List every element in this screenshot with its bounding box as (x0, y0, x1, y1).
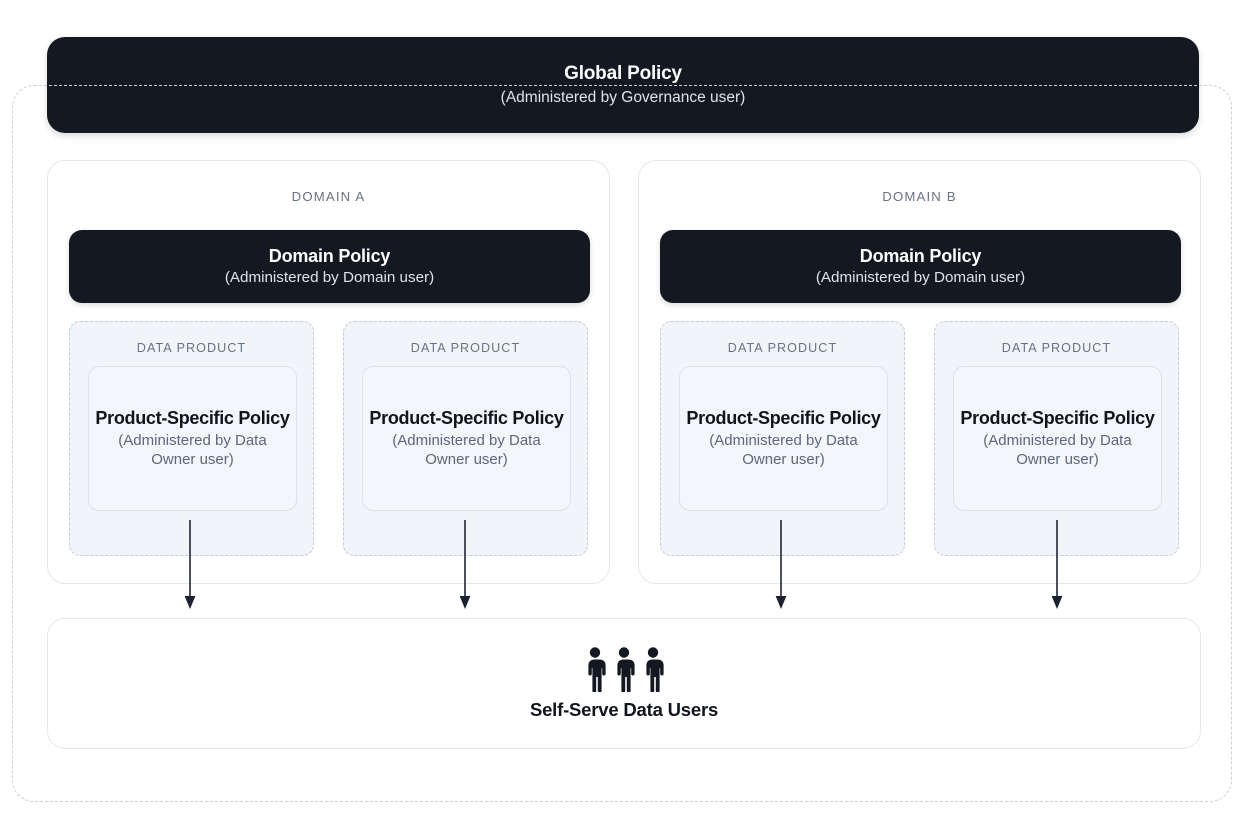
product-policy-b1: Product-Specific Policy (Administered by… (679, 366, 888, 511)
people-icon-group (584, 646, 664, 692)
person-icon (646, 647, 664, 692)
product-policy-b2-subtitle: (Administered by Data Owner user) (983, 432, 1132, 468)
product-policy-a2-subtitle: (Administered by Data Owner user) (392, 432, 541, 468)
product-policy-b2: Product-Specific Policy (Administered by… (953, 366, 1162, 511)
data-product-b1: DATA PRODUCT Product-Specific Policy (Ad… (660, 321, 905, 556)
domain-card-b: DOMAIN B Domain Policy (Administered by … (638, 160, 1201, 584)
product-policy-a1-subtitle: (Administered by Data Owner user) (118, 432, 267, 468)
domain-a-policy-title: Domain Policy (268, 245, 391, 266)
data-product-a2: DATA PRODUCT Product-Specific Policy (Ad… (343, 321, 588, 556)
product-policy-a2-title: Product-Specific Policy (369, 408, 564, 429)
domain-a-label: DOMAIN A (291, 189, 366, 204)
self-serve-users-panel: Self-Serve Data Users (47, 618, 1201, 749)
data-product-a1-label: DATA PRODUCT (136, 341, 247, 355)
platform-boundary (12, 85, 1232, 802)
product-policy-a2: Product-Specific Policy (Administered by… (362, 366, 571, 511)
data-product-b1-label: DATA PRODUCT (727, 341, 838, 355)
global-policy-title: Global Policy (564, 62, 682, 84)
domain-a-policy-subtitle: (Administered by Domain user) (224, 269, 435, 287)
product-policy-b1-title: Product-Specific Policy (686, 408, 881, 429)
data-product-a2-label: DATA PRODUCT (410, 341, 521, 355)
data-product-b2: DATA PRODUCT Product-Specific Policy (Ad… (934, 321, 1179, 556)
domain-card-a: DOMAIN A Domain Policy (Administered by … (47, 160, 610, 584)
domain-b-policy-title: Domain Policy (859, 245, 982, 266)
data-product-a1: DATA PRODUCT Product-Specific Policy (Ad… (69, 321, 314, 556)
product-policy-a1: Product-Specific Policy (Administered by… (88, 366, 297, 511)
product-policy-a1-title: Product-Specific Policy (95, 408, 290, 429)
product-policy-b1-subtitle: (Administered by Data Owner user) (709, 432, 858, 468)
domain-a-policy-box: Domain Policy (Administered by Domain us… (69, 230, 590, 303)
domain-b-label: DOMAIN B (882, 189, 957, 204)
data-product-b2-label: DATA PRODUCT (1001, 341, 1112, 355)
product-policy-b2-title: Product-Specific Policy (960, 408, 1155, 429)
person-icon (588, 647, 606, 692)
domain-b-policy-box: Domain Policy (Administered by Domain us… (660, 230, 1181, 303)
global-policy-subtitle: (Administered by Governance user) (500, 88, 746, 106)
person-icon (617, 647, 635, 692)
self-serve-users-label: Self-Serve Data Users (529, 699, 719, 720)
domain-b-policy-subtitle: (Administered by Domain user) (815, 269, 1026, 287)
